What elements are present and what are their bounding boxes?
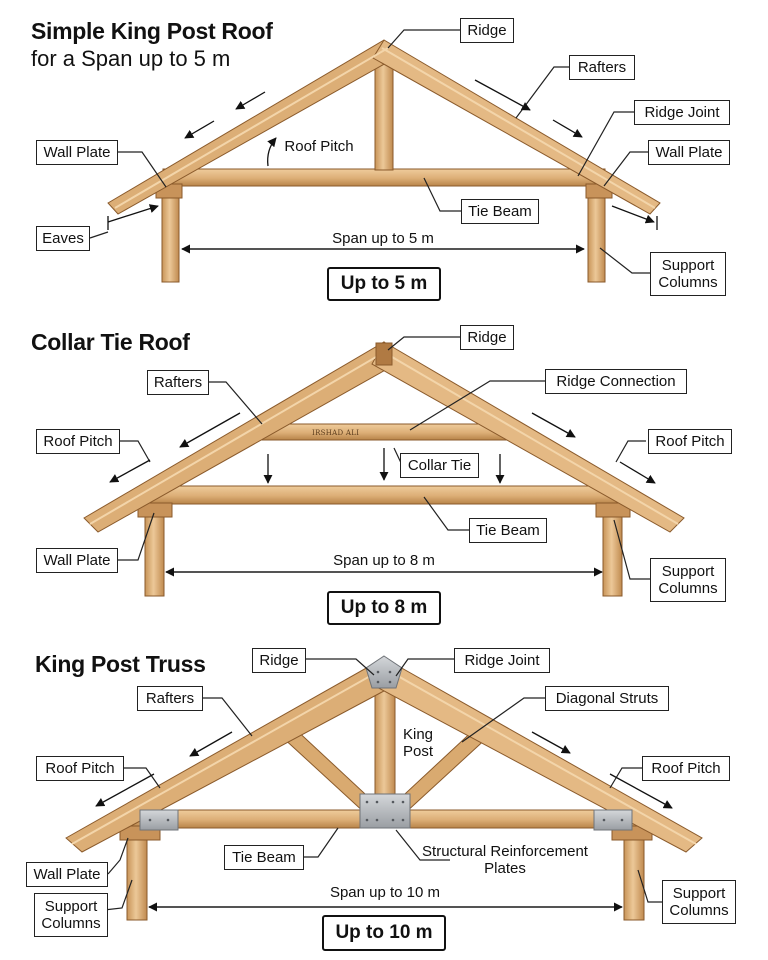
ridge-connection-label: Ridge Connection: [545, 369, 687, 394]
heel-plate-left: [139, 809, 179, 831]
collar-tie-roof-drawing: [83, 341, 685, 597]
ridge-joint-label: Ridge Joint: [454, 648, 550, 673]
diagonal-struts-label: Diagonal Struts: [545, 686, 669, 711]
tie-beam-label: Tie Beam: [224, 845, 304, 870]
span-label: Span up to 10 m: [318, 884, 452, 901]
rafters-label: Rafters: [147, 370, 209, 395]
direction-arrows: [95, 79, 673, 809]
tie-beam-label: Tie Beam: [461, 199, 539, 224]
wall-plate-right-label: Wall Plate: [648, 140, 730, 165]
span-label: Span up to 8 m: [303, 552, 465, 569]
span-label: Span up to 5 m: [302, 230, 464, 247]
tie-beam: [162, 168, 606, 187]
wall-plate-label: Wall Plate: [36, 548, 118, 573]
support-column-right: [602, 511, 623, 597]
ridge-label: Ridge: [460, 325, 514, 350]
king-post: [374, 57, 394, 171]
section-1-subtitle: for a Span up to 5 m: [31, 46, 231, 71]
support-column-left: [161, 189, 180, 283]
king-post-truss-drawing: [65, 655, 703, 921]
heel-plate-right: [593, 809, 633, 831]
roof-pitch-label: Roof Pitch: [284, 138, 354, 155]
ridge-label: Ridge: [460, 18, 514, 43]
support-column-right: [587, 189, 606, 283]
leader-lines: [89, 29, 662, 911]
maker-stamp: IRSHAD ALI: [312, 429, 360, 437]
wall-plate-left-label: Wall Plate: [36, 140, 118, 165]
roof-pitch-left-label: Roof Pitch: [36, 429, 120, 454]
roof-pitch-left-label: Roof Pitch: [36, 756, 124, 781]
section-1-title: Simple King Post Roof: [31, 18, 273, 44]
roof-pitch-right-label: Roof Pitch: [648, 429, 732, 454]
ridge-plate: [365, 655, 403, 689]
section-3-title: King Post Truss: [35, 651, 206, 677]
structural-plates-label: Structural Reinforcement Plates: [422, 843, 588, 877]
collar-tie-label: Collar Tie: [400, 453, 479, 478]
support-column-left: [126, 839, 148, 921]
collar-tie: [261, 423, 511, 441]
king-post: [374, 679, 396, 813]
section-2-title: Collar Tie Roof: [31, 329, 190, 355]
wall-plate-label: Wall Plate: [26, 862, 108, 887]
support-column-left: [144, 511, 165, 597]
support-columns-right-label: Support Columns: [662, 880, 736, 924]
center-plate: [359, 793, 411, 829]
ridge-block: [375, 342, 393, 366]
eaves-label: Eaves: [36, 226, 90, 251]
support-columns-left-label: Support Columns: [34, 893, 108, 937]
tie-beam: [149, 485, 619, 505]
king-post-roof-drawing: [107, 39, 661, 283]
support-columns-label: Support Columns: [650, 558, 726, 602]
ridge-joint-label: Ridge Joint: [634, 100, 730, 125]
roof-pitch-right-label: Roof Pitch: [642, 756, 730, 781]
span-dimension-lines: [107, 137, 658, 912]
span-capacity-box: Up to 8 m: [327, 591, 441, 625]
span-capacity-box: Up to 10 m: [322, 915, 446, 951]
rafters-label: Rafters: [569, 55, 635, 80]
rafters-label: Rafters: [137, 686, 203, 711]
span-capacity-box: Up to 5 m: [327, 267, 441, 301]
king-post-label: King Post: [402, 726, 434, 760]
support-columns-label: Support Columns: [650, 252, 726, 296]
ridge-label: Ridge: [252, 648, 306, 673]
tie-beam-label: Tie Beam: [469, 518, 547, 543]
